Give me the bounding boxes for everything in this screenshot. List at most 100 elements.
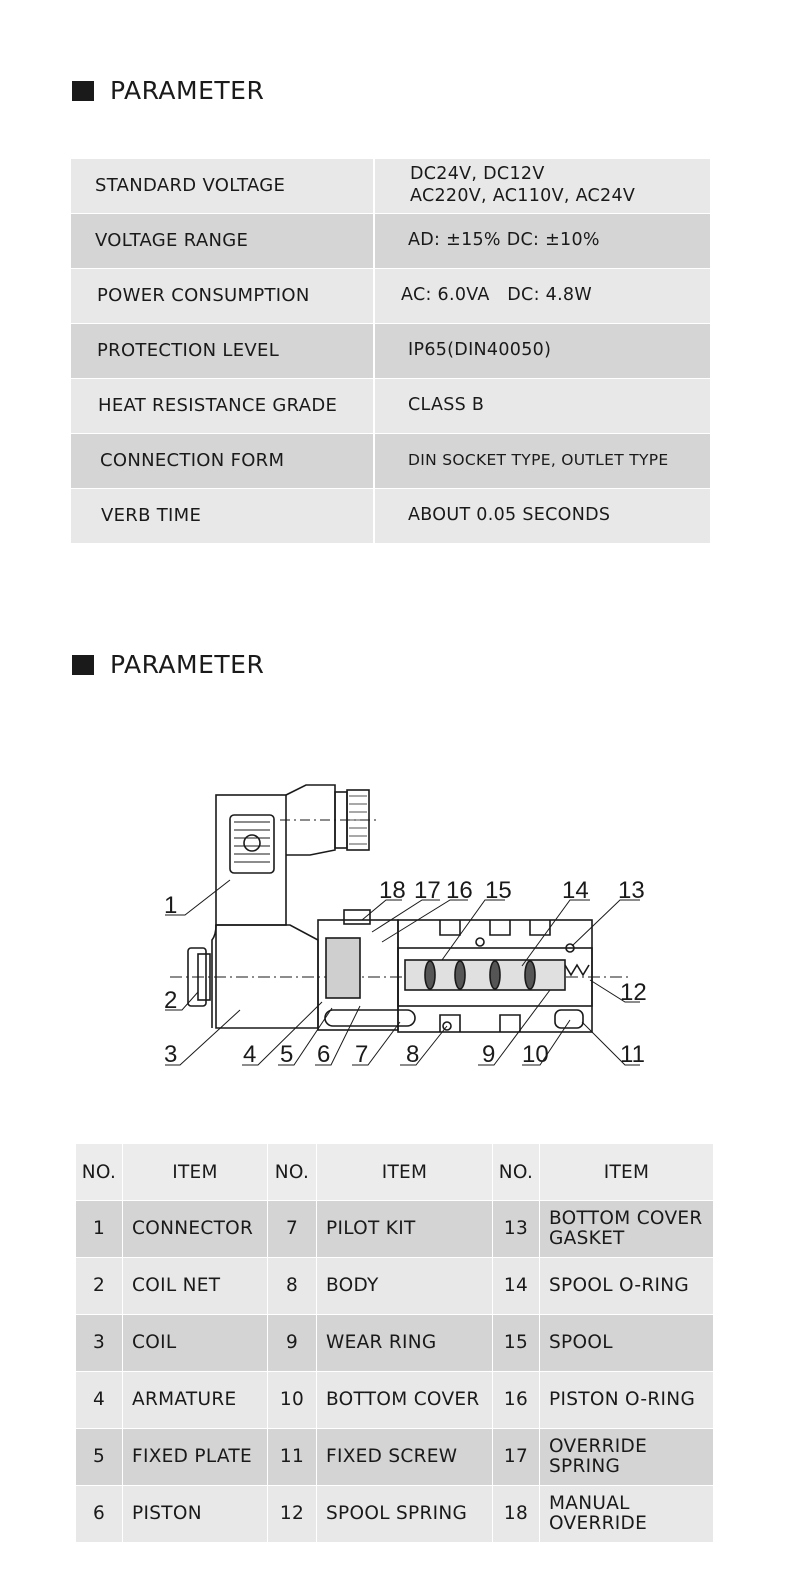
callout-number: 1 [164,892,177,919]
callout-number: 2 [164,987,177,1014]
parameter-value: DC24V, DC12V AC220V, AC110V, AC24V [373,158,710,214]
parameter-value-line: DC24V, DC12V [410,164,545,185]
parts-table: NO. ITEM NO. ITEM NO. ITEM 1 CONNECTOR 7… [75,1143,714,1543]
part-number: 9 [267,1314,317,1372]
part-number: 15 [492,1314,540,1372]
manual-override [343,909,371,925]
spool-spring [564,963,590,977]
part-name: PISTON [122,1485,268,1543]
callout-number: 7 [355,1041,368,1068]
heading-square-marker [72,654,94,675]
table-row: 5 FIXED PLATE 11 FIXED SCREW 17 OVERRIDE… [75,1428,714,1486]
cover-screw [565,943,575,953]
callout-number: 12 [620,979,647,1006]
part-name: CONNECTOR [122,1200,268,1258]
spool-bore [397,947,593,1007]
parameter-value: DIN SOCKET TYPE, OUTLET TYPE [373,433,710,489]
part-name: PISTON O-RING [539,1371,714,1429]
spool-seal [454,960,466,990]
part-number: 1 [75,1200,123,1258]
part-name: COIL NET [122,1257,268,1315]
spool-seal [524,960,536,990]
part-name: SPOOL SPRING [316,1485,493,1543]
parts-table-header: NO. ITEM NO. ITEM NO. ITEM [75,1143,714,1201]
part-name: COIL [122,1314,268,1372]
spool-seal [424,960,436,990]
part-number: 2 [75,1257,123,1315]
parameter-value: AD: ±15% DC: ±10% [373,213,710,269]
connector-grille-lines [234,821,270,863]
part-name: OVERRIDE SPRING [539,1428,714,1486]
parameter-value: AC: 6.0VA DC: 4.8W [373,268,710,324]
parameter-value: ABOUT 0.05 SECONDS [373,488,710,543]
parameter-value: IP65(DIN40050) [373,323,710,379]
parameter-row: CONNECTION FORM DIN SOCKET TYPE, OUTLET … [71,433,710,489]
callout-number: 5 [280,1041,293,1068]
body-port-hole [442,1021,452,1031]
callout-number: 14 [562,877,589,904]
part-name: SPOOL O-RING [539,1257,714,1315]
part-number: 7 [267,1200,317,1258]
callout-number: 13 [618,877,645,904]
callout-number: 6 [317,1041,330,1068]
column-header: NO. [492,1143,540,1201]
fixed-screw [554,1009,584,1029]
heading-square-marker [72,80,94,101]
part-number: 3 [75,1314,123,1372]
parameter-label: POWER CONSUMPTION [71,268,374,324]
connector-screw [243,834,261,852]
part-number: 14 [492,1257,540,1315]
callout-number: 18 [379,877,406,904]
parameter-label: PROTECTION LEVEL [71,323,374,379]
part-name: MANUAL OVERRIDE [539,1485,714,1543]
table-row: 6 PISTON 12 SPOOL SPRING 18 MANUAL OVERR… [75,1485,714,1543]
spool-seal [489,960,501,990]
parameter-row: POWER CONSUMPTION AC: 6.0VA DC: 4.8W [71,268,710,324]
parameter-label: VERB TIME [71,488,374,543]
part-name: FIXED PLATE [122,1428,268,1486]
part-number: 17 [492,1428,540,1486]
callout-number: 11 [620,1041,645,1068]
part-name: SPOOL [539,1314,714,1372]
callout-number: 17 [414,877,441,904]
parameter-row: STANDARD VOLTAGE DC24V, DC12V AC220V, AC… [71,158,710,214]
coil-edge [211,924,217,1028]
column-header: NO. [75,1143,123,1201]
part-number: 8 [267,1257,317,1315]
parameter-row: VERB TIME ABOUT 0.05 SECONDS [71,488,710,543]
part-number: 18 [492,1485,540,1543]
pilot-passage [324,1009,416,1027]
part-number: 13 [492,1200,540,1258]
callout-number: 16 [446,877,473,904]
cable-gland-ridges [349,795,367,845]
part-number: 16 [492,1371,540,1429]
parameter-row: PROTECTION LEVEL IP65(DIN40050) [71,323,710,379]
section-heading-label: PARAMETER [110,76,265,105]
leader-lines [165,879,640,1066]
section-heading-label: PARAMETER [110,650,265,679]
armature [325,937,361,999]
column-header: ITEM [316,1143,493,1201]
solenoid-valve-diagram: 1 2 3 4 5 6 7 8 9 10 11 12 13 14 15 16 1… [164,784,647,1068]
parameter-value-line: AC220V, AC110V, AC24V [410,186,636,206]
part-number: 12 [267,1485,317,1543]
part-name: WEAR RING [316,1314,493,1372]
part-name: ARMATURE [122,1371,268,1429]
ports-bottom [439,1014,521,1032]
part-number: 4 [75,1371,123,1429]
callout-number: 9 [482,1041,495,1068]
callout-labels: 1 2 3 4 5 6 7 8 9 10 11 12 13 14 15 16 1… [164,877,647,1068]
part-name: BOTTOM COVER [316,1371,493,1429]
parameter-label: VOLTAGE RANGE [71,213,374,269]
part-name: FIXED SCREW [316,1428,493,1486]
parameter-value: CLASS B [373,378,710,434]
parameter-label: CONNECTION FORM [71,433,374,489]
column-header: NO. [267,1143,317,1201]
part-number: 6 [75,1485,123,1543]
parameter-row: VOLTAGE RANGE AD: ±15% DC: ±10% [71,213,710,269]
callout-number: 15 [485,877,512,904]
section-heading-parameter: PARAMETER [72,650,264,679]
table-row: 4 ARMATURE 10 BOTTOM COVER 16 PISTON O-R… [75,1371,714,1429]
section-heading-parameter: PARAMETER [72,76,264,105]
table-row: 1 CONNECTOR 7 PILOT KIT 13 BOTTOM COVER … [75,1200,714,1258]
